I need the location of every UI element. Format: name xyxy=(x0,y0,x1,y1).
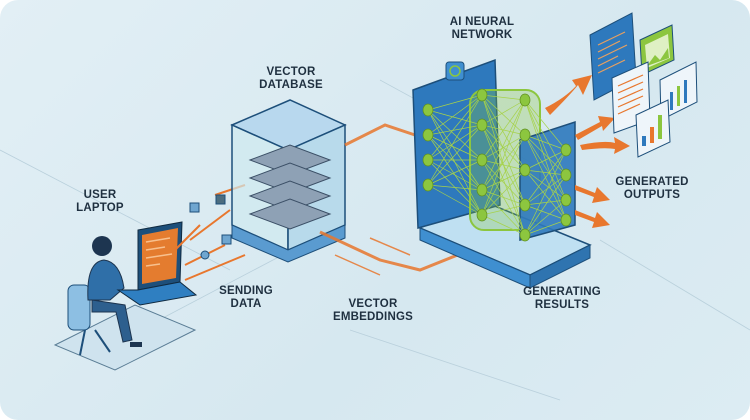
neuron-node xyxy=(560,193,572,207)
data-cube-icon xyxy=(189,202,200,213)
neuron-node xyxy=(476,183,488,197)
label-line: SENDING xyxy=(219,285,273,297)
label-line: RESULTS xyxy=(534,299,590,311)
neuron-node xyxy=(560,213,572,227)
data-cube-icon xyxy=(215,194,226,205)
label-line: EMBEDDINGS xyxy=(333,311,413,323)
label-line: USER xyxy=(83,189,117,201)
neuron-node xyxy=(519,228,531,242)
neuron-node xyxy=(476,118,488,132)
neuron-node xyxy=(519,93,531,107)
user-icon xyxy=(87,236,142,347)
neuron-node xyxy=(519,128,531,142)
data-cube-icon xyxy=(221,234,232,245)
sending-data-arrows xyxy=(174,184,246,281)
neuron-node xyxy=(476,208,488,222)
neuron-node xyxy=(422,153,434,167)
label-line: AI NEURAL xyxy=(449,16,515,28)
neuron-node xyxy=(560,143,572,157)
neural-network-icon xyxy=(412,58,592,289)
chair-icon xyxy=(67,284,111,356)
embedding-flow-lines xyxy=(319,123,471,276)
output-arrows xyxy=(545,75,630,228)
label-line: VECTOR xyxy=(266,66,316,78)
label-line: GENERATED xyxy=(615,176,689,188)
neuron-node xyxy=(476,153,488,167)
neuron-node xyxy=(476,88,488,102)
neuron-node xyxy=(422,128,434,142)
database-icon xyxy=(230,99,347,263)
label-line: DATABASE xyxy=(259,79,323,91)
brain-icon xyxy=(445,61,465,81)
label-line: LAPTOP xyxy=(76,202,124,214)
label-line: NETWORK xyxy=(451,29,513,41)
neuron-node xyxy=(560,168,572,182)
label-line: VECTOR xyxy=(348,298,398,310)
label-line: OUTPUTS xyxy=(623,189,681,201)
label-line: DATA xyxy=(230,298,262,310)
neuron-node xyxy=(422,103,434,117)
neuron-node xyxy=(422,178,434,192)
user-laptop-group xyxy=(53,221,198,371)
neuron-node xyxy=(519,163,531,177)
neuron-node xyxy=(519,198,531,212)
label-line: GENERATING xyxy=(523,286,601,298)
laptop-icon xyxy=(116,221,198,306)
bar-chart-icon xyxy=(635,99,671,158)
